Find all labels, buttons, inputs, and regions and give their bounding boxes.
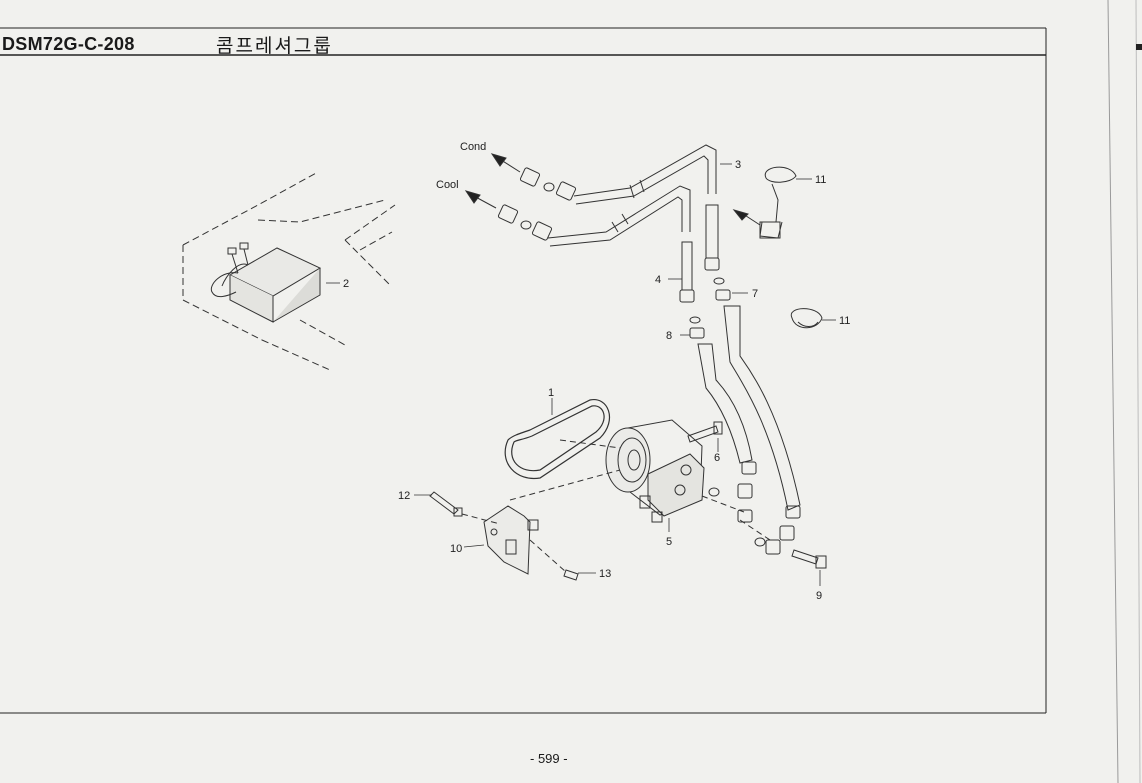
hoses-3-4 <box>464 144 720 303</box>
callout-6: 6 <box>714 452 720 464</box>
cool-direction-label: Cool <box>436 179 459 191</box>
part-group-title: 콤프레셔그룹 <box>216 35 333 57</box>
cond-direction-label: Cond <box>460 141 486 153</box>
page-number: - 599 - <box>530 751 568 766</box>
callout-11-lower: 11 <box>839 315 850 327</box>
callout-2: 2 <box>343 278 349 290</box>
callout-11-upper: 11 <box>815 174 826 186</box>
callout-3: 3 <box>735 159 741 171</box>
callout-leaders <box>326 163 836 586</box>
part-group-code: DSM72G-C-208 <box>2 34 135 54</box>
callout-4: 4 <box>655 274 661 286</box>
part-2-control-unit <box>182 171 396 371</box>
hose-fittings-7-8 <box>689 277 801 541</box>
part-10-bracket <box>429 491 579 581</box>
callout-9: 9 <box>816 590 822 602</box>
part-5-compressor <box>509 419 827 569</box>
callout-12: 12 <box>398 490 410 502</box>
callout-8: 8 <box>666 330 672 342</box>
part-11-hose-clamps <box>732 166 823 329</box>
callout-1: 1 <box>548 387 554 399</box>
callout-7: 7 <box>752 288 758 300</box>
callout-5: 5 <box>666 536 672 548</box>
part-1-drive-belt <box>504 399 611 480</box>
callout-13: 13 <box>599 568 611 580</box>
callout-10: 10 <box>450 543 462 555</box>
